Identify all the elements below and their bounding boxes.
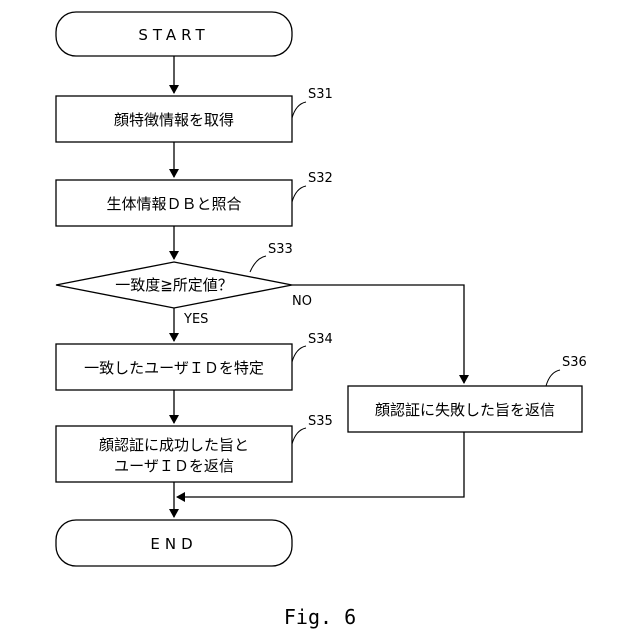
step-s35-text-line1: 顔認証に成功した旨と (99, 436, 249, 454)
step-s35-label: S35 (308, 414, 333, 429)
step-s36-label: S36 (562, 355, 587, 370)
step-s33-label: S33 (268, 242, 293, 257)
step-s33-text: 一致度≧所定値？ (115, 276, 233, 294)
step-s31-label: S31 (308, 87, 333, 102)
step-s36-text: 顔認証に失敗した旨を返信 (375, 401, 555, 419)
branch-no-label: NO (292, 294, 312, 309)
step-s32-label: S32 (308, 171, 333, 186)
step-s31-leader (292, 102, 306, 118)
branch-yes-label: YES (183, 312, 208, 327)
figure-caption: Fig. 6 (284, 605, 356, 629)
step-s36-leader (546, 370, 560, 386)
step-s32-leader (292, 186, 306, 202)
step-s35-text-line2: ユーザＩＤを返信 (114, 457, 234, 475)
step-s31-text: 顔特徴情報を取得 (114, 111, 234, 129)
end-label: END (150, 535, 197, 553)
step-s33-leader (250, 256, 266, 272)
step-s32-text: 生体情報ＤＢと照合 (106, 195, 241, 213)
start-label: START (138, 26, 209, 44)
step-s34-label: S34 (308, 332, 333, 347)
step-s35-leader (292, 428, 306, 444)
step-s34-leader (292, 346, 306, 362)
step-s34-text: 一致したユーザＩＤを特定 (84, 359, 264, 377)
